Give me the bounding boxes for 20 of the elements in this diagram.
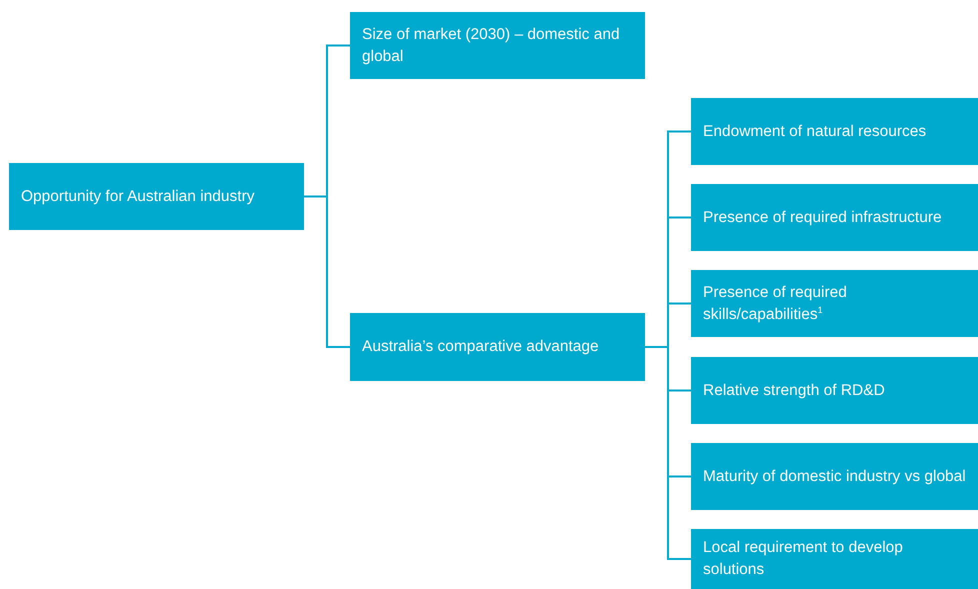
category-box bbox=[691, 98, 978, 165]
category-box bbox=[691, 270, 978, 337]
box-text: Size of market (2030) – domestic and global bbox=[362, 24, 621, 66]
category-box bbox=[9, 163, 304, 230]
category-box bbox=[350, 12, 645, 79]
box-text: Australia’s comparative advantage bbox=[362, 337, 599, 357]
box-text: Local requirement to develop solutions bbox=[703, 538, 904, 580]
box-text: Endowment of natural resources bbox=[703, 122, 926, 142]
category-box bbox=[691, 529, 978, 589]
category-box bbox=[691, 357, 978, 424]
box-text: Presence of required infrastructure bbox=[703, 208, 942, 228]
category-box bbox=[350, 313, 645, 381]
box-text: Relative strength of RD&D bbox=[703, 380, 885, 400]
box-text: Maturity of domestic industry vs global bbox=[703, 466, 966, 486]
connector-line bbox=[304, 196, 350, 348]
category-box bbox=[691, 443, 978, 510]
category-box bbox=[691, 184, 978, 251]
box-text: Opportunity for Australian industry bbox=[21, 186, 254, 206]
connector-line bbox=[645, 346, 691, 560]
box-text: Presence of required skills/capabilities$^{1}$ bbox=[703, 282, 848, 324]
